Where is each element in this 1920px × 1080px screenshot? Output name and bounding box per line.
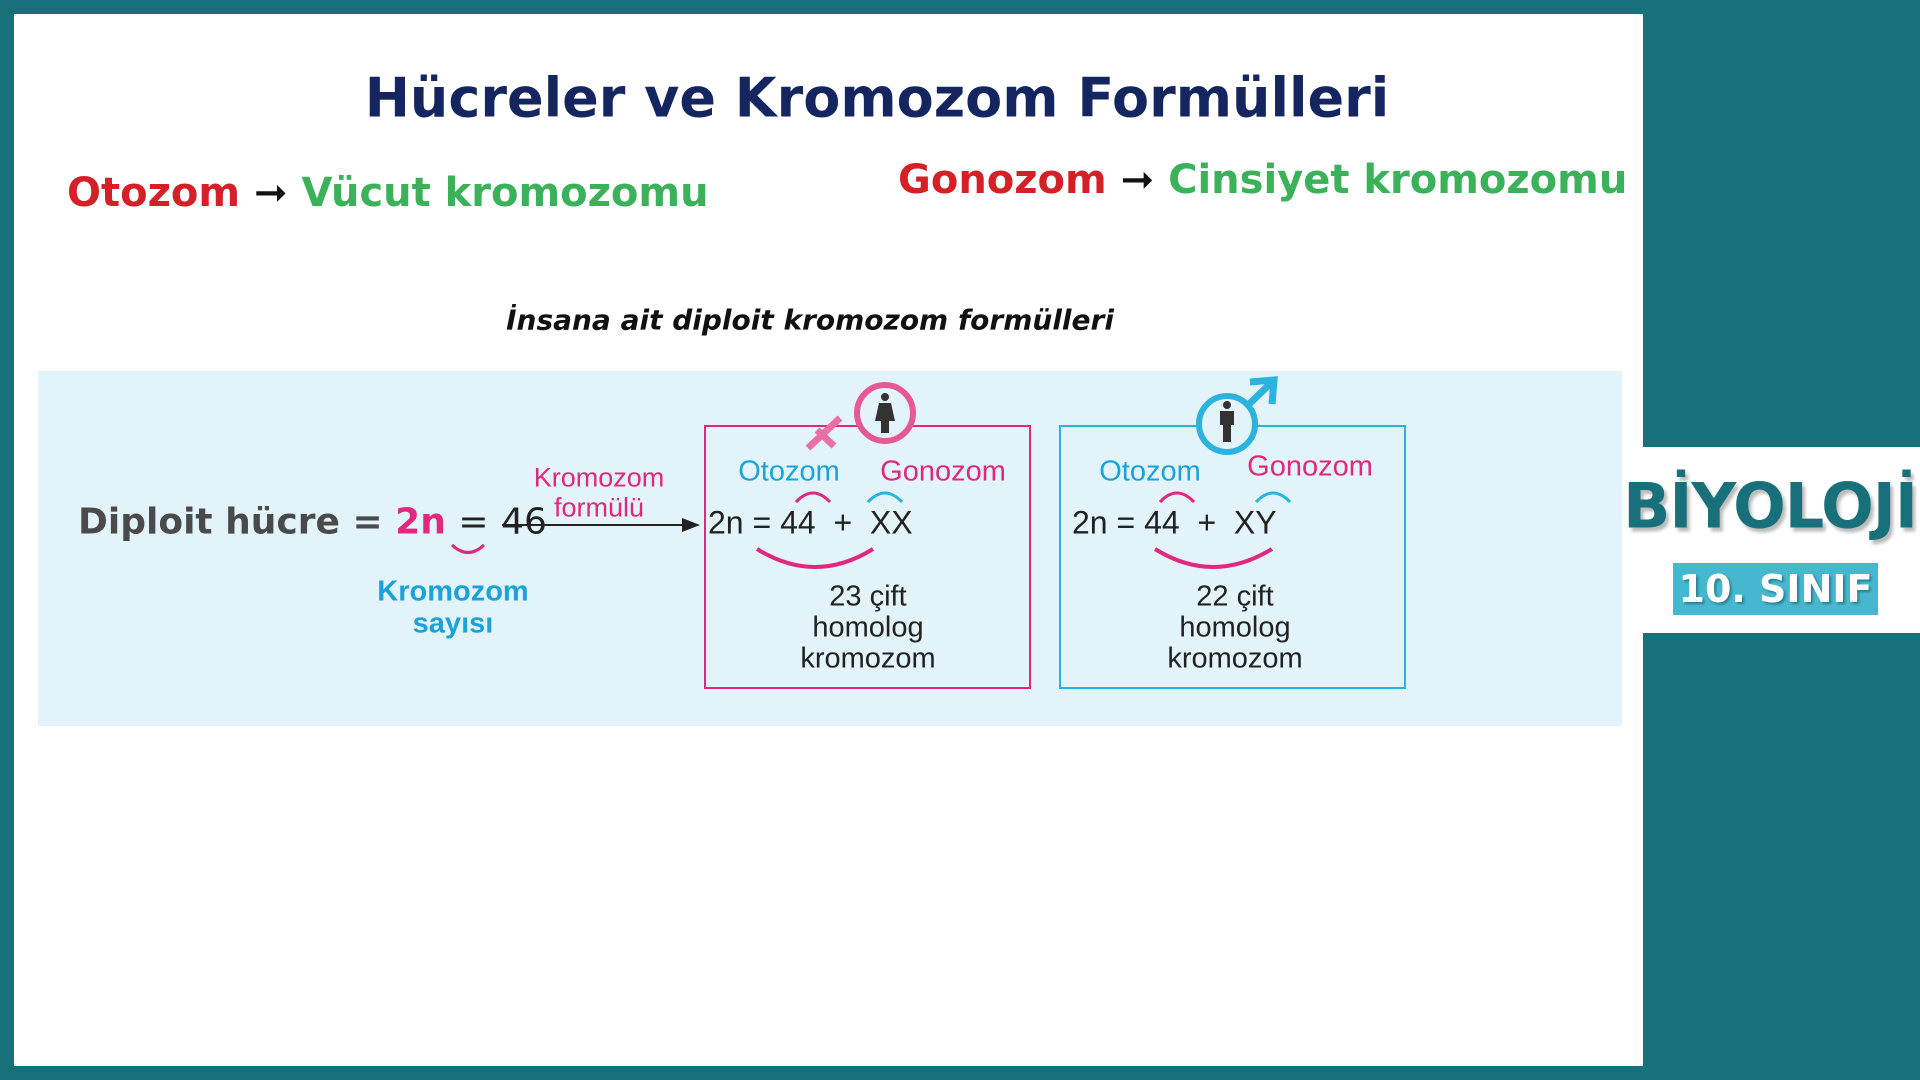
male-brackets <box>1153 491 1292 569</box>
pairs: 23 çift <box>829 580 907 613</box>
male-gonozom: Gonozom <box>1247 450 1373 483</box>
line2: homolog <box>1179 611 1291 644</box>
subtitle: İnsana ait diploit kromozom formülleri <box>506 303 1114 337</box>
meaning: Cinsiyet kromozomu <box>1168 157 1628 203</box>
diploid-formula: Diploit hücre = 2n = 46 <box>78 502 547 543</box>
male-otozom: Otozom <box>1099 455 1201 488</box>
line3: kromozom <box>1167 642 1303 675</box>
term: Gonozom <box>898 157 1107 203</box>
arrow-caption-2: formülü <box>553 492 645 523</box>
chromosome-count: 46 <box>501 501 547 543</box>
female-icon <box>805 382 916 451</box>
equals: = <box>458 501 489 543</box>
female-caption: 23 çift homolog kromozom <box>800 580 936 675</box>
meaning: Vücut kromozomu <box>301 170 709 216</box>
brand-logo: BİYOLOJİ <box>1623 469 1918 543</box>
diploid-arrow <box>502 518 700 532</box>
grade-label: 10. SINIF <box>1678 567 1873 611</box>
line3: kromozom <box>800 642 936 675</box>
arrow-icon: ➞ <box>1120 157 1155 203</box>
count-underline <box>450 543 486 554</box>
arrow-caption-1: Kromozom <box>533 462 665 493</box>
female-gonozom: Gonozom <box>880 455 1006 488</box>
male-caption: 22 çift homolog kromozom <box>1167 580 1303 675</box>
female-formula: 2n = 44 + XX <box>708 504 913 541</box>
count-caption-1: Kromozom <box>377 575 529 608</box>
arrow-icon: ➞ <box>253 170 288 216</box>
definition-gonozom: Gonozom ➞ Cinsiyet kromozomu <box>898 157 1627 203</box>
diploid-label: Diploit hücre = <box>78 501 383 543</box>
female-otozom: Otozom <box>738 455 840 488</box>
male-formula: 2n = 44 + XY <box>1072 504 1277 541</box>
pairs: 22 çift <box>1196 580 1274 613</box>
page-title: Hücreler ve Kromozom Formülleri <box>364 66 1390 130</box>
term: Otozom <box>67 170 241 216</box>
female-brackets <box>755 491 904 569</box>
grade-badge: 10. SINIF <box>1673 563 1878 615</box>
male-icon <box>1196 376 1278 455</box>
two-n: 2n <box>395 501 446 543</box>
definition-otozom: Otozom ➞ Vücut kromozomu <box>67 170 709 216</box>
line2: homolog <box>812 611 924 644</box>
count-caption-2: sayısı <box>412 607 494 640</box>
